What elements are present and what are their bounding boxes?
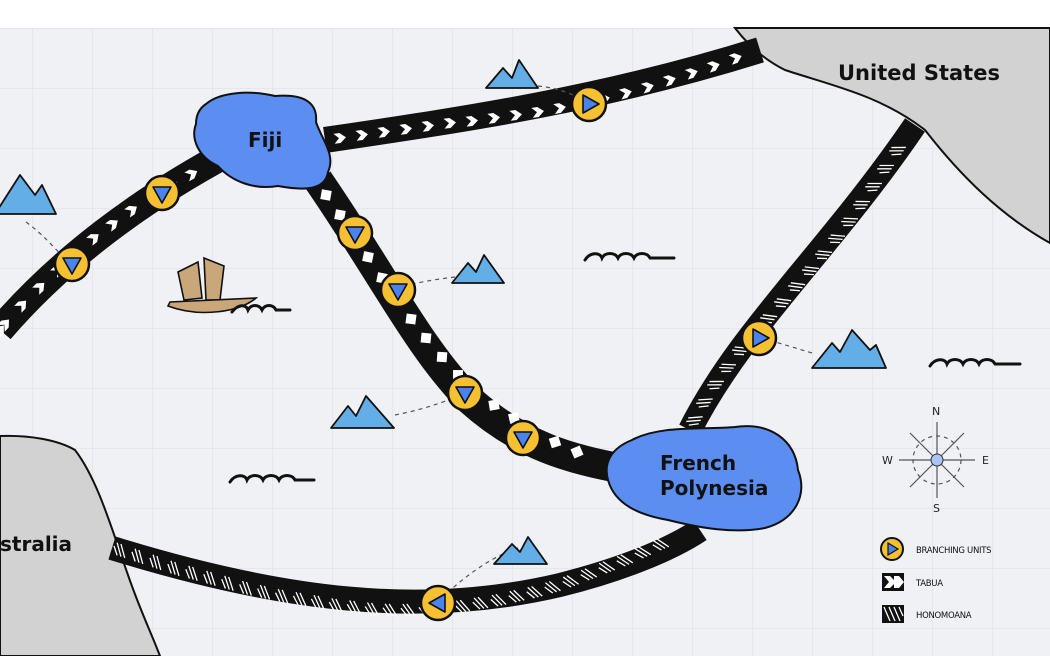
- legend-units-swatch: [880, 537, 904, 561]
- label-french-polynesia-1: French: [660, 451, 736, 475]
- label-fiji: Fiji: [248, 128, 282, 152]
- branching-unit-icon[interactable]: [336, 214, 374, 252]
- label-australia: stralia: [0, 532, 72, 556]
- branching-unit-icon[interactable]: [419, 584, 457, 622]
- top-margin: [0, 0, 1050, 28]
- branching-unit-icon[interactable]: [143, 174, 181, 212]
- branching-unit-icon[interactable]: [570, 85, 608, 123]
- compass-rose-icon: N S E W: [882, 405, 989, 515]
- branching-unit-icon[interactable]: [504, 419, 542, 457]
- wave-icon: [928, 358, 1022, 368]
- label-french-polynesia-2: Polynesia: [660, 476, 768, 500]
- legend-tabua-swatch: [882, 573, 904, 591]
- wave-icon: [228, 474, 316, 484]
- mountain-icon: [811, 329, 887, 369]
- mountain-icon: [330, 395, 395, 429]
- label-united-states: United States: [838, 61, 1000, 85]
- canoe-icon: [166, 256, 292, 314]
- branching-unit-icon[interactable]: [446, 374, 484, 412]
- compass-n: N: [932, 405, 940, 418]
- route-australia-french-polynesia: [108, 519, 707, 617]
- french-polynesia-island: [605, 425, 803, 532]
- branching-unit-icon[interactable]: [740, 319, 778, 357]
- mountain-icon: [0, 174, 57, 215]
- legend-honomoana-label: HONOMOANA: [916, 611, 972, 621]
- legend-units-label: BRANCHING UNITS: [916, 546, 991, 556]
- compass-e: E: [982, 454, 989, 467]
- legend: BRANCHING UNITS TABUA HONOMOANA: [880, 537, 992, 623]
- branching-unit-icon[interactable]: [53, 245, 91, 283]
- wave-icon: [583, 252, 676, 262]
- united-states-landmass: [732, 27, 1050, 245]
- compass-w: W: [882, 454, 893, 467]
- legend-tabua-label: TABUA: [915, 579, 943, 589]
- route-fiji-australia: [0, 139, 237, 340]
- fiji-island: [193, 91, 332, 190]
- mountain-icon: [493, 536, 548, 565]
- compass-s: S: [933, 502, 940, 515]
- mountain-icon: [485, 59, 539, 89]
- route-fiji-united-states: [323, 37, 764, 153]
- route-french-polynesia-united-states: [679, 118, 925, 436]
- mountain-icon: [451, 254, 505, 284]
- legend-honomoana-swatch: [882, 605, 904, 623]
- branching-unit-icon[interactable]: [379, 271, 417, 309]
